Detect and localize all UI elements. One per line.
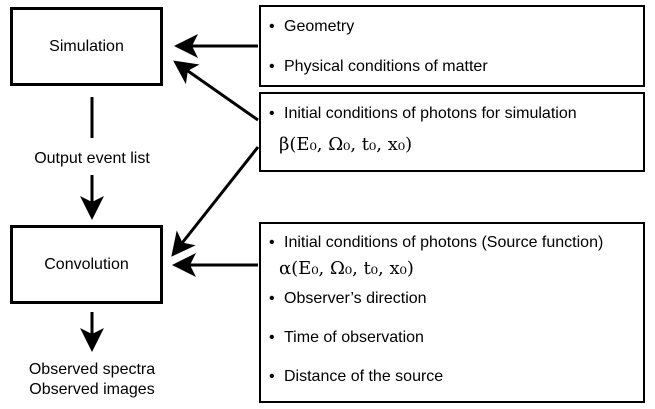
simulation-box: Simulation [10, 7, 163, 86]
physical-conditions-item: Physical conditions of matter [284, 58, 488, 75]
observation-box [259, 222, 645, 403]
distance-of-source-item: Distance of the source [284, 368, 444, 385]
time-of-observation-item: Time of observation [284, 329, 424, 346]
arrow-photons-to-convolution [171, 146, 260, 257]
convolution-box: Convolution [10, 225, 163, 304]
photon-simulation-box [259, 92, 645, 172]
simulation-label: Simulation [49, 37, 124, 55]
bullet: • [269, 234, 275, 251]
bullet: • [269, 290, 275, 307]
bullet: • [269, 18, 275, 35]
observed-images-label: Observed images [29, 381, 155, 398]
beta-formula: β(E₀, Ω₀, t₀, x₀) [279, 134, 413, 155]
arrow-photons-to-simulation [173, 60, 259, 122]
source-function-item: Initial conditions of photons (Source fu… [284, 234, 604, 251]
alpha-formula: α(E₀, Ω₀, t₀, x₀) [279, 258, 414, 279]
bullet: • [269, 329, 275, 346]
bullet: • [269, 105, 275, 122]
photon-simulation-item: Initial conditions of photons for simula… [284, 105, 577, 122]
bullet: • [269, 368, 275, 385]
geometry-item: Geometry [284, 18, 355, 35]
output-event-list-label: Output event list [34, 150, 150, 167]
matter-conditions-box [259, 5, 645, 87]
convolution-label: Convolution [44, 255, 129, 273]
observer-direction-item: Observer’s direction [284, 290, 427, 307]
bullet: • [269, 58, 275, 75]
observed-spectra-label: Observed spectra [28, 361, 156, 378]
